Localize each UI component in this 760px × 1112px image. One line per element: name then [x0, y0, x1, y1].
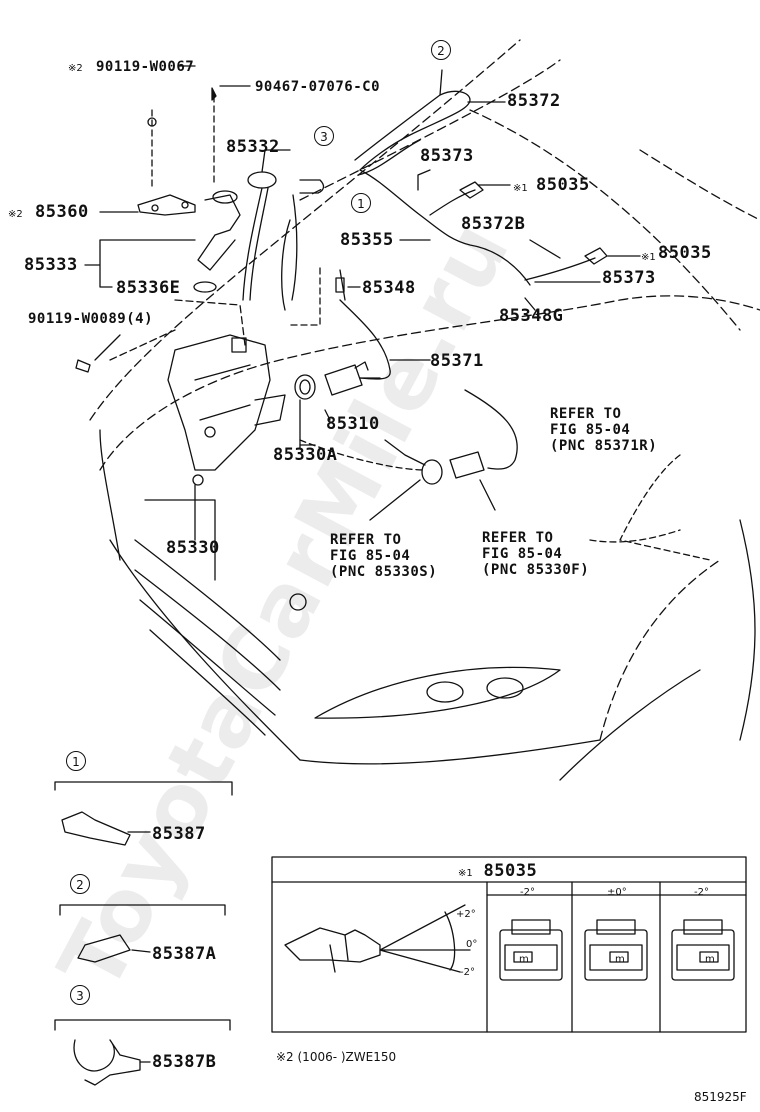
angle-header-2: ±0° — [607, 887, 627, 898]
body-outline — [99, 295, 760, 471]
label-85310: 85310 — [326, 414, 380, 434]
pump-rear — [449, 451, 485, 479]
diagram-code: 851925F — [694, 1090, 747, 1104]
label-85387B: 85387B — [152, 1052, 217, 1072]
angle-mark-minus2: -2° — [460, 967, 475, 978]
label-85373-mid: 85373 — [602, 268, 656, 288]
nozzle-mid — [584, 247, 608, 265]
detail-table-title: ※1 85035 — [458, 861, 538, 881]
detail-table — [271, 856, 747, 1033]
label-90119-W0067: 90119-W0067 — [96, 59, 195, 75]
inset-callout-2: 2 — [70, 874, 90, 894]
label-85348G: 85348G — [499, 306, 564, 326]
angle-mark-plus2: +2° — [456, 909, 476, 920]
cap — [247, 171, 277, 189]
label-85373-top: 85373 — [420, 146, 474, 166]
washer-tank — [167, 334, 271, 471]
hose-85371 — [339, 299, 391, 380]
label-85035-mid: 85035 — [658, 243, 712, 263]
label-85348: 85348 — [362, 278, 416, 298]
label-90467-07076-C0: 90467-07076-C0 — [255, 79, 381, 95]
hood-outline — [89, 39, 521, 421]
label-85355: 85355 — [340, 230, 394, 250]
label-85360: 85360 — [35, 202, 89, 222]
filler-neck — [197, 194, 241, 271]
nozzle-top-views — [499, 919, 735, 981]
pump-85310 — [324, 364, 363, 396]
label-90119-W0089: 90119-W0089(4) — [28, 311, 154, 327]
clip-85387a — [77, 934, 131, 963]
angle-header-3: -2° — [694, 887, 709, 898]
callout-2: 2 — [431, 40, 451, 60]
hood-right — [469, 109, 741, 331]
mark-1-top: ※1 — [513, 183, 528, 194]
mark-1-mid: ※1 — [641, 252, 656, 263]
label-85387A: 85387A — [152, 944, 217, 964]
nozzle-side — [284, 927, 381, 963]
footnote: ※2 (1006- )ZWE150 — [276, 1050, 397, 1064]
nozzle-stamp-2: m — [615, 954, 625, 965]
label-85371: 85371 — [430, 351, 484, 371]
inset-callout-3: 3 — [70, 985, 90, 1005]
label-85333: 85333 — [24, 255, 78, 275]
headlight — [314, 666, 561, 719]
nozzle-stamp-1: m — [519, 954, 529, 965]
label-85387: 85387 — [152, 824, 206, 844]
nozzle-top — [459, 181, 484, 199]
callout-3: 3 — [314, 126, 334, 146]
callout-1: 1 — [351, 193, 371, 213]
bracket — [137, 194, 196, 216]
label-85372B: 85372B — [461, 214, 526, 234]
hood-edge — [299, 59, 561, 201]
label-85035-top: 85035 — [536, 175, 590, 195]
angle-mark-0: 0° — [466, 939, 478, 950]
inset-callout-1: 1 — [66, 751, 86, 771]
clip-85387b — [73, 1039, 141, 1086]
label-85330: 85330 — [166, 538, 220, 558]
nozzle-stamp-3: m — [705, 954, 715, 965]
label-85332: 85332 — [226, 137, 280, 157]
mark-2-mid: ※2 — [8, 209, 23, 220]
angle-header-1: -2° — [520, 887, 535, 898]
mark-2-top: ※2 — [68, 63, 83, 74]
label-85372: 85372 — [507, 91, 561, 111]
label-85336E: 85336E — [116, 278, 181, 298]
label-85330A: 85330A — [273, 445, 338, 465]
hose-85372 — [354, 90, 471, 171]
